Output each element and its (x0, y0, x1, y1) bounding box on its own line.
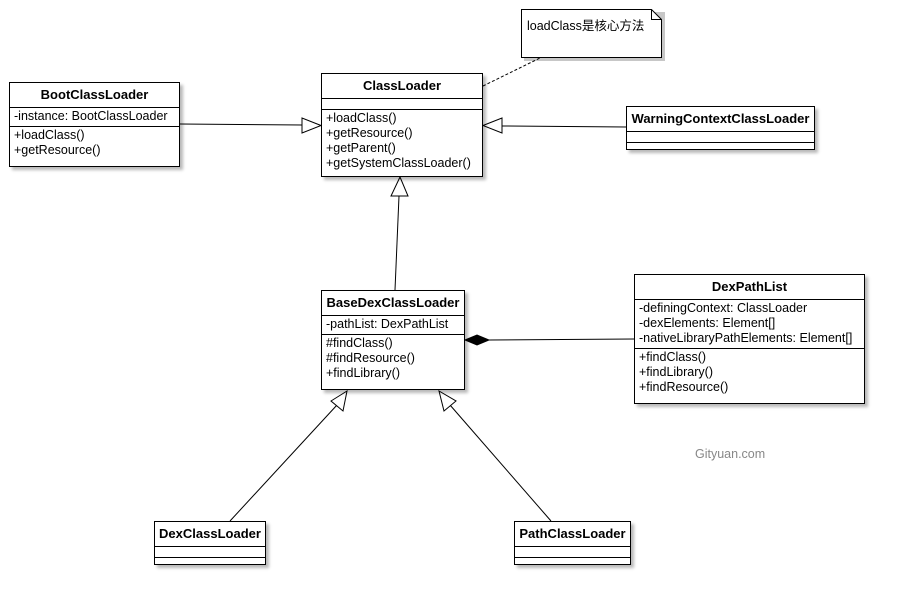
attributes-section (627, 132, 814, 143)
note-anchor-line (482, 57, 541, 87)
methods-section (155, 558, 265, 568)
class-name: DexClassLoader (155, 522, 265, 547)
attribute-row: -dexElements: Element[] (639, 316, 776, 330)
methods-section (627, 143, 814, 153)
attributes-section: -definingContext: ClassLoader-dexElement… (635, 300, 864, 349)
class-name: ClassLoader (322, 74, 482, 99)
inherit-arrowhead-warningcontext (481, 117, 503, 134)
watermark-text: Gityuan.com (695, 447, 766, 461)
method-row: +loadClass() (326, 111, 397, 125)
inherit-line-dexclassloader (229, 404, 338, 522)
inherit-line-pathclassloader (449, 404, 552, 522)
class-basedexclassloader[interactable]: BaseDexClassLoader -pathList: DexPathLis… (321, 290, 465, 390)
method-row: #findResource() (326, 351, 415, 365)
class-name: PathClassLoader (515, 522, 630, 547)
attributes-section (515, 547, 630, 558)
method-row: +getSystemClassLoader() (326, 156, 471, 170)
class-name: BootClassLoader (10, 83, 179, 108)
class-name: BaseDexClassLoader (322, 291, 464, 316)
inherit-line-bootclassloader (179, 123, 304, 126)
class-warningcontextclassloader[interactable]: WarningContextClassLoader (626, 106, 815, 150)
method-row: +findLibrary() (326, 366, 400, 380)
attributes-section (155, 547, 265, 558)
class-dexclassloader[interactable]: DexClassLoader (154, 521, 266, 565)
method-row: #findClass() (326, 336, 393, 350)
class-classloader[interactable]: ClassLoader +loadClass()+getResource()+g… (321, 73, 483, 177)
inherit-line-warningcontext (501, 125, 627, 128)
class-dexpathlist[interactable]: DexPathList -definingContext: ClassLoade… (634, 274, 865, 404)
note: loadClass是核心方法 (521, 9, 665, 61)
methods-section: +findClass()+findLibrary()+findResource(… (635, 349, 864, 397)
class-bootclassloader[interactable]: BootClassLoader -instance: BootClassLoad… (9, 82, 180, 167)
attribute-row: -instance: BootClassLoader (14, 109, 168, 123)
methods-section (515, 558, 630, 568)
method-row: +getResource() (326, 126, 413, 140)
attribute-row: -definingContext: ClassLoader (639, 301, 808, 315)
attribute-row: -pathList: DexPathList (326, 317, 449, 331)
inherit-arrowhead-dexclassloader (330, 389, 348, 412)
inherit-arrowhead-basedexclassloader (390, 175, 409, 197)
composition-diamond (463, 334, 491, 346)
class-name: WarningContextClassLoader (627, 107, 814, 132)
inherit-arrowhead-bootclassloader (301, 117, 323, 134)
composition-line-dexpathlist (488, 338, 635, 341)
attributes-section (322, 99, 482, 110)
class-pathclassloader[interactable]: PathClassLoader (514, 521, 631, 565)
method-row: +findLibrary() (639, 365, 713, 379)
inherit-arrowhead-pathclassloader (438, 389, 457, 412)
methods-section: +loadClass()+getResource()+getParent()+g… (322, 110, 482, 173)
method-row: +findClass() (639, 350, 707, 364)
attributes-section: -instance: BootClassLoader (10, 108, 179, 127)
method-row: +loadClass() (14, 128, 85, 142)
attributes-section: -pathList: DexPathList (322, 316, 464, 335)
method-row: +getParent() (326, 141, 396, 155)
inherit-line-basedexclassloader (394, 195, 400, 291)
note-text: loadClass是核心方法 (527, 19, 645, 33)
class-name: DexPathList (635, 275, 864, 300)
attribute-row: -nativeLibraryPathElements: Element[] (639, 331, 853, 345)
methods-section: +loadClass()+getResource() (10, 127, 179, 160)
method-row: +getResource() (14, 143, 101, 157)
methods-section: #findClass()#findResource()+findLibrary(… (322, 335, 464, 383)
note-shape (521, 9, 665, 61)
method-row: +findResource() (639, 380, 729, 394)
